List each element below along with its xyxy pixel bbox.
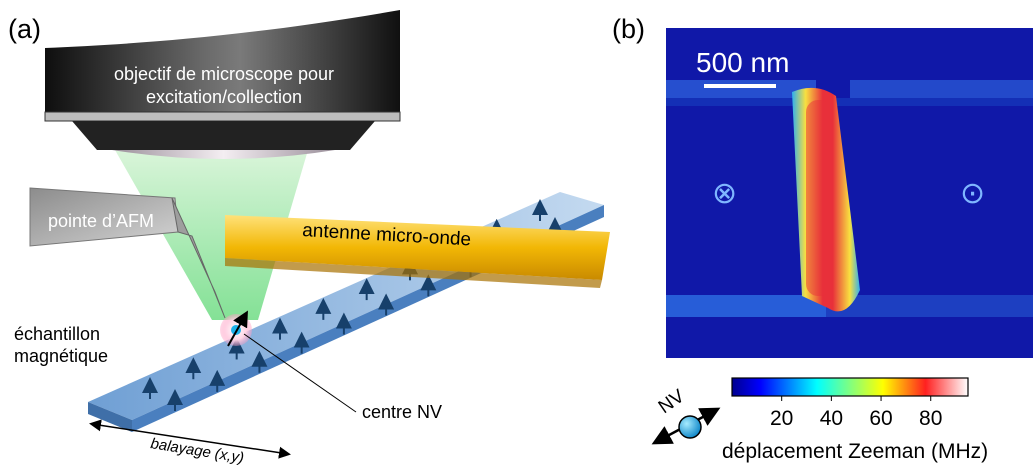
sample-label-line1: échantillon — [14, 324, 100, 344]
colorbar-tick-label: 40 — [820, 407, 843, 430]
panel-a-label: (a) — [8, 14, 41, 44]
colorbar-tick-label: 20 — [770, 407, 793, 430]
nv-axis-arrow — [227, 310, 248, 347]
zeeman-map: 500 nm ⊗ ⊙ — [666, 28, 1033, 358]
nv-leader-line — [243, 333, 357, 413]
microscope-objective: objectif de microscope pour excitation/c… — [44, 10, 401, 159]
colorbar-tick-label: 80 — [919, 407, 942, 430]
microwave-antenna: antenne micro-onde — [225, 215, 610, 288]
scan-arrow — [89, 419, 291, 459]
magnetization-into-page-icon: ⊗ — [712, 177, 737, 210]
scale-bar-label: 500 nm — [696, 47, 789, 78]
panel-b: (b) 500 nm ⊗ ⊙ 20 40 60 80 déplacement Zeem… — [612, 14, 1033, 463]
panel-a: (a) objectif de microscope pour excitati… — [8, 10, 610, 467]
objective-lens — [112, 150, 335, 159]
afm-tip: pointe d’AFM — [29, 187, 226, 319]
laser-beam — [115, 150, 308, 320]
colorbar-tick-label: 60 — [869, 407, 892, 430]
sample-label-line2: magnétique — [14, 346, 108, 366]
panel-b-label: (b) — [612, 14, 645, 44]
objective-label-line1: objectif de microscope pour — [114, 64, 334, 84]
colorbar-ticks: 20 40 60 80 — [770, 396, 942, 430]
magnetization-out-of-page-icon: ⊙ — [960, 177, 985, 210]
nv-center-label: centre NV — [362, 402, 442, 422]
nv-sphere-icon — [678, 415, 702, 439]
nv-symbol: NV — [651, 386, 721, 445]
scan-label-coords: (x,y) — [214, 445, 245, 466]
objective-label-line2: excitation/collection — [146, 87, 302, 107]
afm-tip-label: pointe d’AFM — [48, 211, 154, 231]
colorbar-gradient — [731, 377, 969, 397]
scan-label-word: balayage — [149, 435, 216, 462]
colorbar-label: déplacement Zeeman (MHz) — [722, 440, 988, 463]
nv-symbol-label: NV — [655, 386, 689, 419]
nv-spot — [220, 310, 252, 347]
colorbar: 20 40 60 80 déplacement Zeeman (MHz) — [722, 377, 988, 463]
